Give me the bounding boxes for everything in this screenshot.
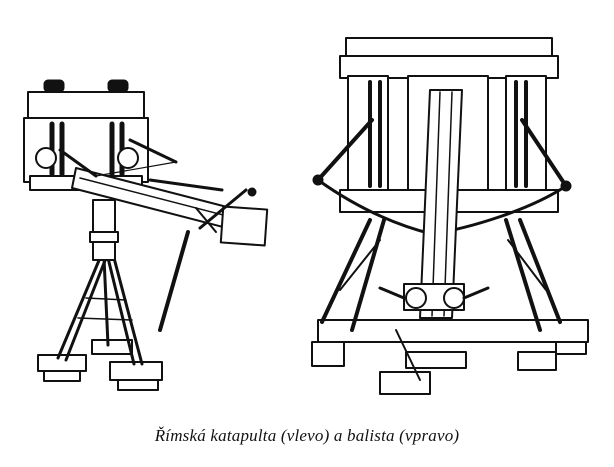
figure-caption: Římská katapulta (vlevo) a balista (vpra…: [154, 426, 460, 445]
ballista-illustration-icon: [311, 37, 589, 395]
catapult-illustration-icon: [23, 79, 269, 391]
